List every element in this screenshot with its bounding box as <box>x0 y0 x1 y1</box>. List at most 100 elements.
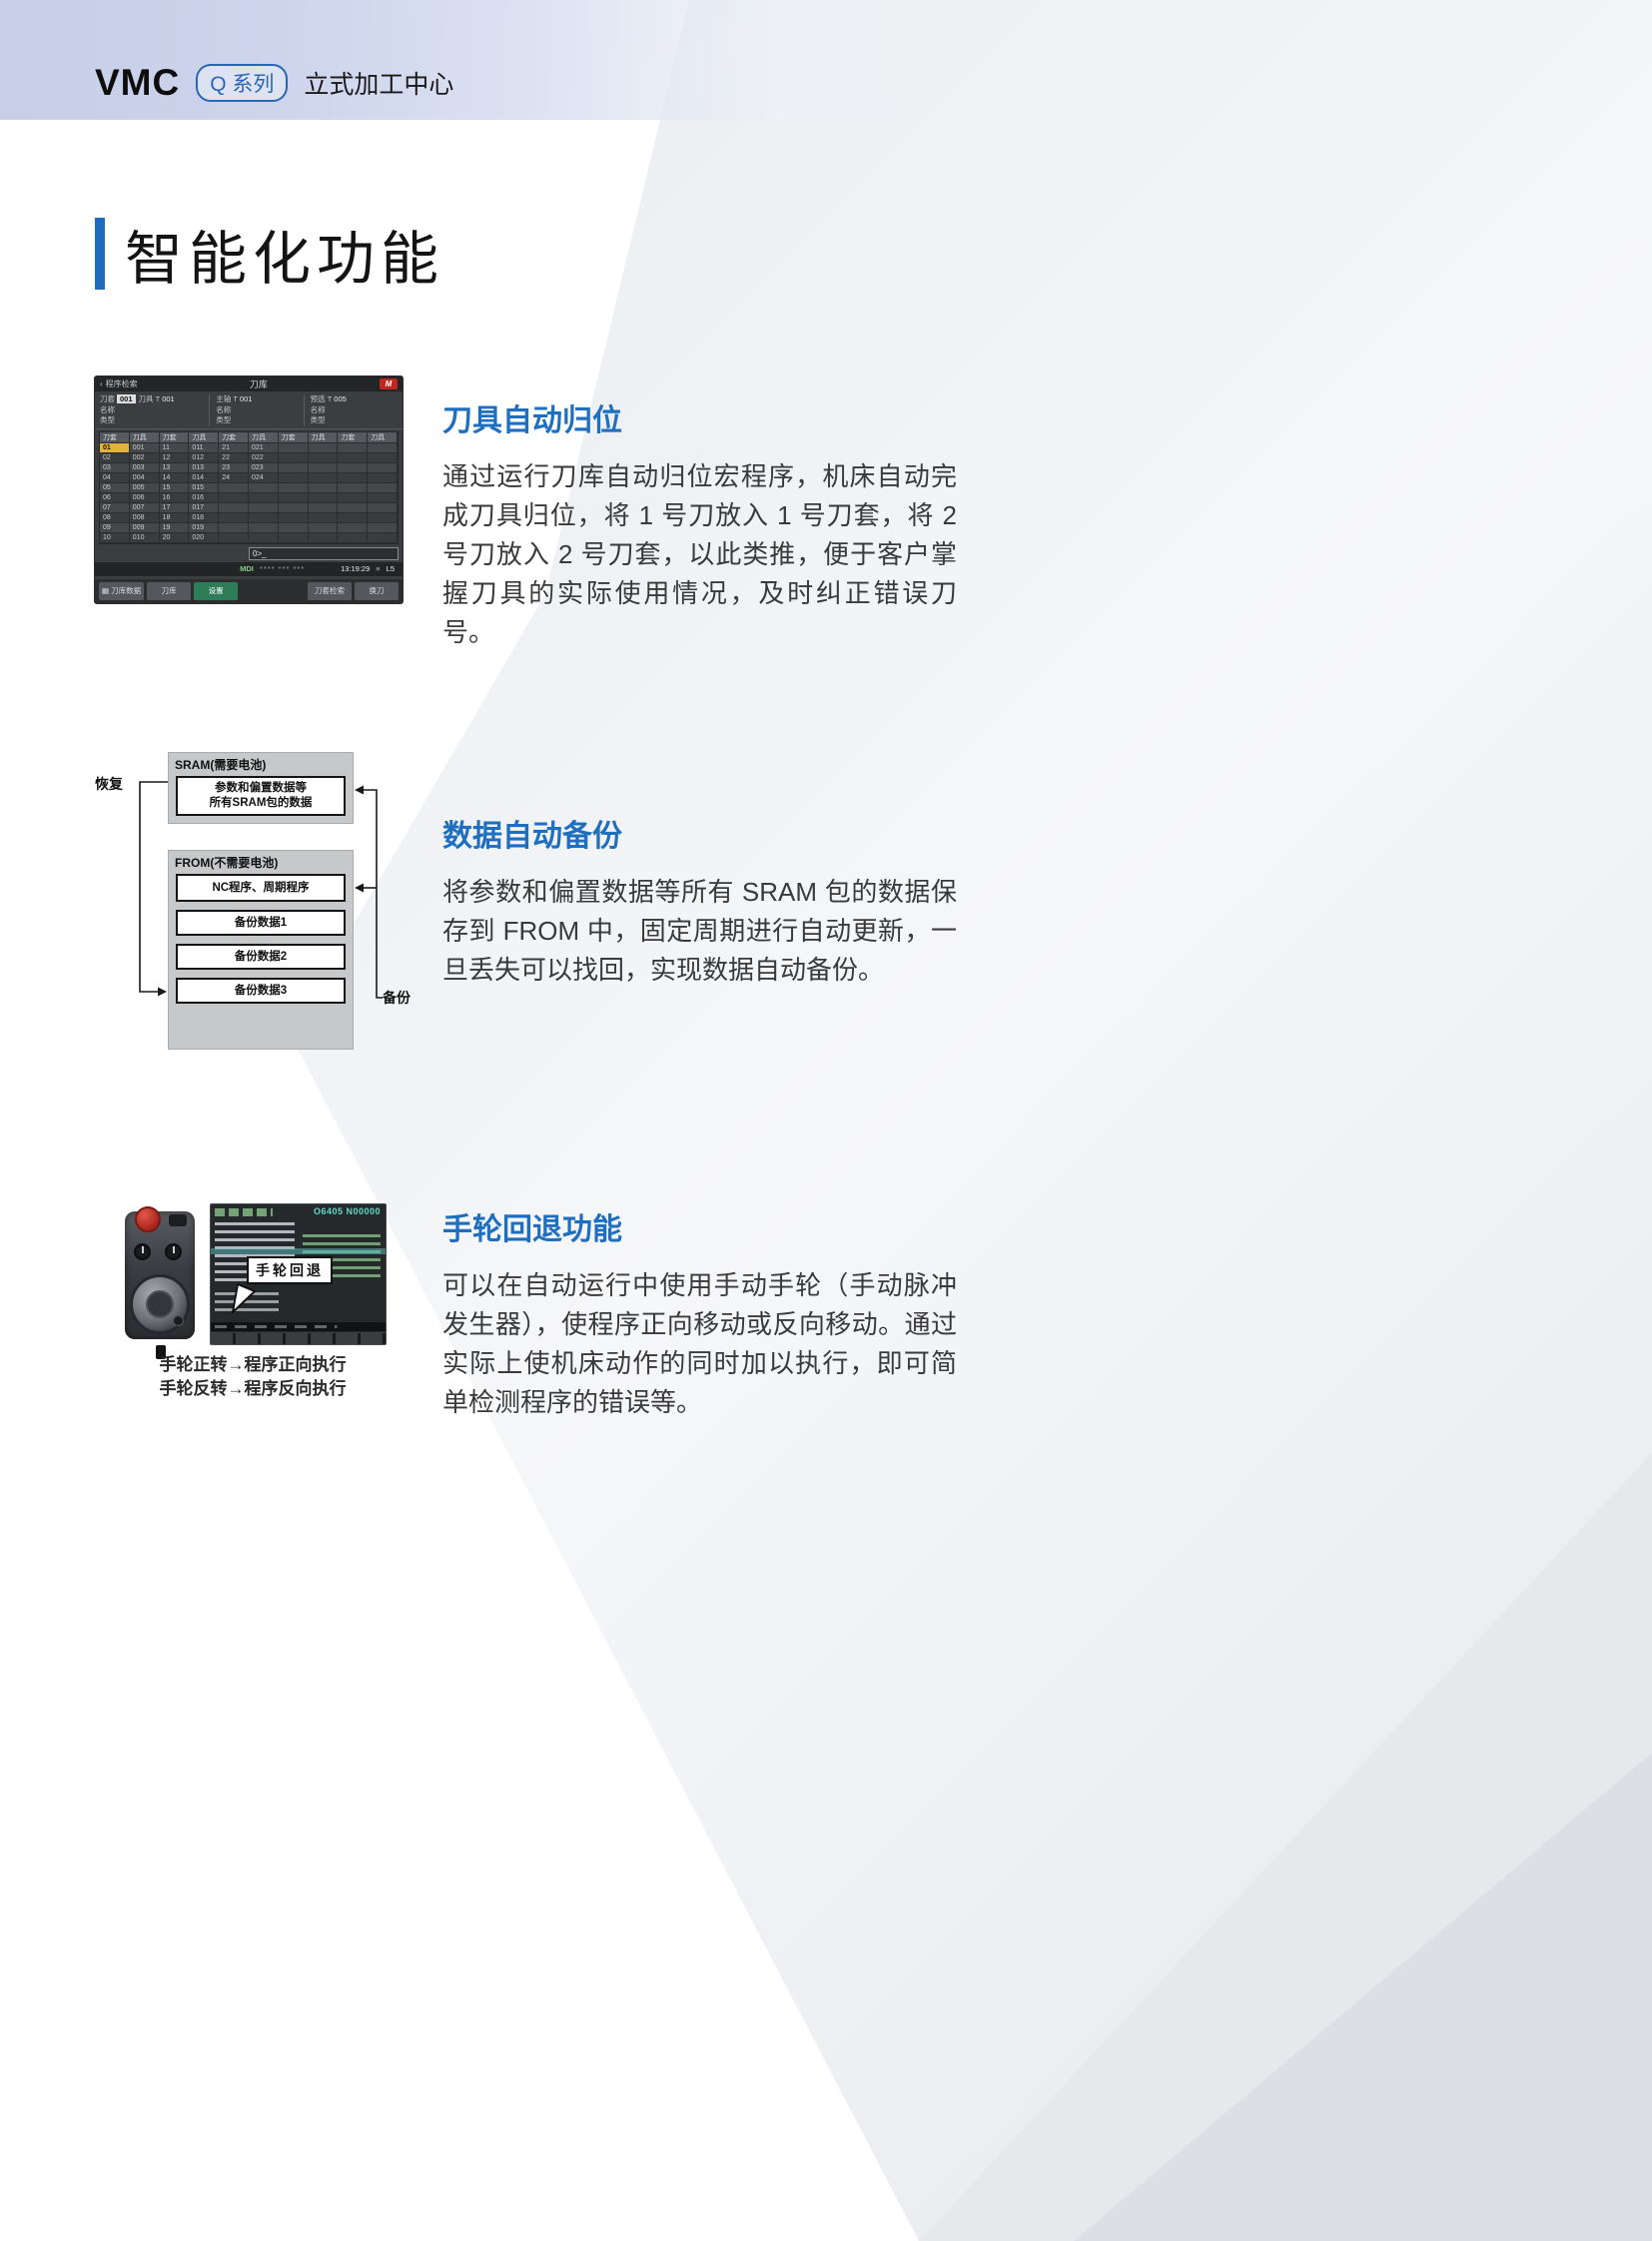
tool-table-header-cell: 刀具 <box>189 431 220 443</box>
tool-table-cell <box>278 482 309 493</box>
tool-table-cell: 14 <box>159 472 190 483</box>
tool-table-cell <box>278 532 309 543</box>
tool-table-cell: 016 <box>189 492 220 503</box>
callout-label: 手轮回退 <box>256 1262 324 1278</box>
backup-label: 备份 <box>383 990 411 1006</box>
level-indicator: L5 <box>386 564 395 573</box>
tool-table-cell: 03 <box>100 462 130 473</box>
tool-table-header-cell: 刀套 <box>278 431 309 443</box>
tool-table-cell <box>338 452 369 463</box>
tool-table-cell <box>308 462 339 473</box>
pendant-body <box>125 1206 195 1339</box>
tool-table-cell: 13 <box>159 462 190 473</box>
softkey-spacer <box>241 582 305 600</box>
tool-table-cell: 020 <box>189 532 220 543</box>
tool-table-cell: 06 <box>100 492 130 503</box>
tool-table-cell <box>219 482 249 493</box>
preselect-label: 预选 T <box>310 394 333 403</box>
pendant-cable <box>156 1345 166 1359</box>
tool-table-cell <box>338 472 369 483</box>
pendant-connector <box>169 1214 187 1226</box>
name-label: 名称 <box>100 404 115 414</box>
tool-table-cell: 019 <box>189 522 220 533</box>
tool-table-cell <box>338 502 369 513</box>
tool-table-cell: 014 <box>189 472 220 483</box>
type-label: 类型 <box>310 415 326 424</box>
cnc-titlebar: ‹ 程序检索 刀库 M <box>95 376 403 391</box>
cnc-softkey: 设置 <box>194 582 239 600</box>
tool-table-cell: 09 <box>100 522 130 533</box>
tool-table-cell <box>219 492 249 503</box>
callout-pointer <box>231 1282 257 1314</box>
tool-table-cell: 007 <box>129 502 160 513</box>
tool-table-header-cell: 刀具 <box>308 431 339 443</box>
page-header: VMC Q 系列 立式加工中心 <box>95 60 453 106</box>
tool-table-cell: 024 <box>248 472 279 483</box>
tool-table-cell: 021 <box>248 442 279 453</box>
nav-back-label: 程序检索 <box>105 379 138 388</box>
tool-table-cell <box>219 522 249 533</box>
tool-table-cell: 006 <box>129 492 160 503</box>
section-heading: 手轮回退功能 <box>442 1213 622 1246</box>
handwheel-photo <box>122 1203 200 1359</box>
tool-table-cell <box>219 512 249 523</box>
tool-table-cell: 010 <box>129 532 160 543</box>
stack-icon: ≡ <box>376 564 381 573</box>
tool-table-cell <box>308 512 339 523</box>
tool-table-cell <box>278 492 309 503</box>
tool-table-cell: 009 <box>129 522 160 533</box>
tool-table-header-cell: 刀套 <box>338 431 369 443</box>
tool-table-header-cell: 刀套 <box>159 431 190 443</box>
screen-text-bars <box>215 1208 273 1216</box>
tool-table-header-cell: 刀具 <box>368 431 398 443</box>
tool-table-cell <box>248 522 279 533</box>
tool-table-cell: 008 <box>129 512 160 523</box>
tool-table-cell <box>308 472 339 483</box>
from-title: FROM(不需要电池) <box>175 856 279 870</box>
tool-table-cell <box>338 482 369 493</box>
section-heading: 数据自动备份 <box>442 820 622 853</box>
handwheel-retrace-callout: 手轮回退 <box>247 1256 333 1284</box>
tool-table-cell <box>368 522 398 533</box>
brand-logo: VMC <box>95 62 181 103</box>
status-bar: MDI **** *** *** 13:19:29 ≡ L5 <box>95 561 403 576</box>
axis-select-dial <box>134 1243 151 1260</box>
brand-logo-red-icon: M <box>380 378 398 389</box>
handwheel-wheel <box>130 1274 190 1334</box>
spindle-value: 001 <box>239 394 253 403</box>
from-content-box: NC程序、周期程序 <box>176 874 346 902</box>
tool-table-cell <box>308 522 339 533</box>
sram-content-box: 参数和偏置数据等 所有SRAM包的数据 <box>176 776 346 816</box>
tool-table-cell <box>368 462 398 473</box>
tool-table-cell: 002 <box>129 452 160 463</box>
screen-status-row <box>211 1322 386 1331</box>
tool-table-cell <box>308 532 339 543</box>
tool-table-cell <box>278 522 309 533</box>
screen-highlight-row <box>211 1248 386 1254</box>
section-heading: 刀具自动归位 <box>442 404 622 437</box>
backup-data-box: 备份数据1 <box>176 910 346 936</box>
tool-table-cell <box>278 512 309 523</box>
page-title-block: 智能化功能 <box>95 212 444 296</box>
tool-table-cell: 004 <box>129 472 160 483</box>
tool-table-cell: 23 <box>219 462 249 473</box>
tool-table-cell: 05 <box>100 482 130 493</box>
tool-table-cell <box>368 442 398 453</box>
tool-table-cell: 01 <box>100 442 130 453</box>
from-box: FROM(不需要电池) NC程序、周期程序 备份数据1 备份数据2 备份数据3 <box>168 850 354 1050</box>
tool-table-cell: 001 <box>129 442 160 453</box>
restore-label: 恢复 <box>95 776 123 792</box>
header-subtitle: 立式加工中心 <box>304 71 454 99</box>
tool-table-cell <box>338 522 369 533</box>
tool-table-cell <box>248 482 279 493</box>
section-handwheel: 手轮回退功能 可以在自动运行中使用手动手轮（手动脉冲发生器），使程序正向移动或反… <box>442 1204 957 1422</box>
sram-line2: 所有SRAM包的数据 <box>209 797 313 809</box>
tool-table-cell: 011 <box>189 442 220 453</box>
tool-table-cell: 19 <box>159 522 190 533</box>
tool-table-cell <box>278 502 309 513</box>
tool-table-cell <box>338 462 369 473</box>
tool-table-cell <box>308 452 339 463</box>
tool-table-cell <box>248 512 279 523</box>
